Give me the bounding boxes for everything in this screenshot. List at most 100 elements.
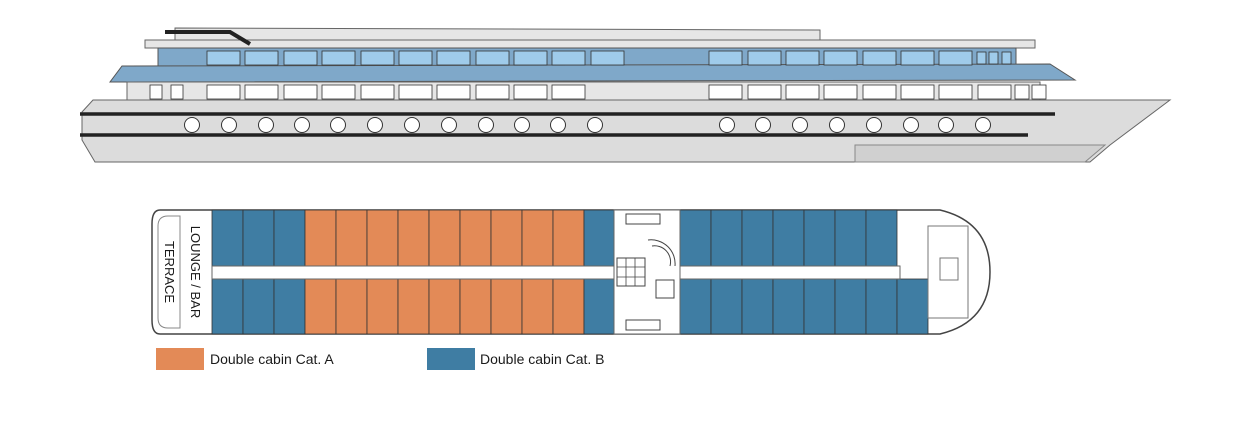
porthole bbox=[330, 117, 346, 133]
spiral-stair bbox=[647, 239, 676, 267]
window bbox=[551, 50, 586, 66]
cabin-cat-b-aft-bottom bbox=[273, 278, 306, 335]
window bbox=[436, 50, 471, 66]
porthole bbox=[367, 117, 383, 133]
porthole bbox=[755, 117, 771, 133]
cabin-cat-b-aft-bottom bbox=[211, 278, 244, 335]
sun-deck-roof bbox=[144, 39, 1036, 49]
stairwell bbox=[613, 209, 681, 335]
legend-label-cat-b: Double cabin Cat. B bbox=[480, 351, 605, 367]
porthole bbox=[829, 117, 845, 133]
cabin-cat-b-fore-bottom bbox=[896, 278, 929, 335]
porthole bbox=[294, 117, 310, 133]
cabin-cat-a-aft-bottom bbox=[304, 278, 337, 335]
stairs-bottom bbox=[625, 319, 661, 331]
window bbox=[551, 84, 586, 100]
cabin-cat-a-aft-top bbox=[490, 209, 523, 267]
window bbox=[708, 50, 743, 66]
cabin-cat-b-fore-bottom bbox=[741, 278, 774, 335]
window bbox=[862, 50, 897, 66]
legend-swatch-cat-b bbox=[427, 348, 475, 370]
portholes bbox=[184, 117, 991, 133]
cabin-cat-b-fore-top bbox=[772, 209, 805, 267]
bow-area bbox=[927, 225, 969, 319]
cabin-cat-a-aft-bottom bbox=[552, 278, 585, 335]
window bbox=[977, 84, 1012, 100]
cabin-cat-b-aft-top bbox=[242, 209, 275, 267]
window bbox=[206, 50, 241, 66]
corridor bbox=[211, 265, 901, 280]
cabin-cat-a-aft-bottom bbox=[490, 278, 523, 335]
bow-console bbox=[939, 257, 959, 281]
window bbox=[938, 84, 973, 100]
window bbox=[513, 50, 548, 66]
porthole bbox=[792, 117, 808, 133]
cabin-cat-b-fore-top bbox=[679, 209, 712, 267]
cabin-cat-a-aft-bottom bbox=[521, 278, 554, 335]
window bbox=[747, 84, 782, 100]
cabin-cat-a-aft-top bbox=[521, 209, 554, 267]
window bbox=[785, 50, 820, 66]
sun-deck bbox=[174, 27, 821, 41]
window bbox=[900, 50, 935, 66]
window bbox=[988, 51, 999, 65]
legend-label-cat-a: Double cabin Cat. A bbox=[210, 351, 334, 367]
porthole bbox=[441, 117, 457, 133]
lift-box bbox=[655, 279, 675, 299]
middle-windows bbox=[149, 84, 1047, 100]
cabin-cat-a-aft-top bbox=[397, 209, 430, 267]
window bbox=[1031, 84, 1047, 100]
porthole bbox=[587, 117, 603, 133]
stairwell-area bbox=[613, 209, 681, 335]
window bbox=[823, 84, 858, 100]
cabin-cat-b-fore-bottom bbox=[834, 278, 867, 335]
porthole bbox=[258, 117, 274, 133]
cabin-cat-b-aft-top bbox=[211, 209, 244, 267]
window bbox=[823, 50, 858, 66]
spiral-stair-inner bbox=[651, 245, 672, 267]
porthole bbox=[404, 117, 420, 133]
hull-lower bbox=[854, 144, 1107, 163]
cabin-cat-a-aft-bottom bbox=[459, 278, 492, 335]
window bbox=[590, 50, 625, 66]
window bbox=[398, 50, 433, 66]
window bbox=[283, 84, 318, 100]
porthole bbox=[221, 117, 237, 133]
cabin-cat-b-fore-top bbox=[865, 209, 898, 267]
upper-windows bbox=[206, 50, 1012, 66]
window bbox=[475, 84, 510, 100]
cabin-cat-b-fore-top bbox=[741, 209, 774, 267]
window bbox=[747, 50, 782, 66]
porthole bbox=[866, 117, 882, 133]
window bbox=[1014, 84, 1030, 100]
bow-room bbox=[927, 225, 969, 319]
ship-side-profile bbox=[80, 27, 1172, 163]
window bbox=[244, 84, 279, 100]
cabin-cat-b-aft-bottom bbox=[583, 278, 616, 335]
window bbox=[149, 84, 163, 100]
lounge-bar-label: LOUNGE / BAR bbox=[188, 226, 203, 318]
window bbox=[938, 50, 973, 66]
cabin-cat-b-aft-bottom bbox=[242, 278, 275, 335]
cabin-cat-a-aft-bottom bbox=[397, 278, 430, 335]
cabin-cat-b-aft-top bbox=[583, 209, 616, 267]
window bbox=[398, 84, 433, 100]
cabin-cat-a-aft-top bbox=[459, 209, 492, 267]
cabin-cat-b-fore-top bbox=[834, 209, 867, 267]
window bbox=[283, 50, 318, 66]
cabin-cat-b-fore-top bbox=[803, 209, 836, 267]
terrace-label: TERRACE bbox=[162, 241, 177, 303]
cabin-cat-b-fore-bottom bbox=[865, 278, 898, 335]
window bbox=[170, 84, 184, 100]
porthole bbox=[184, 117, 200, 133]
porthole bbox=[719, 117, 735, 133]
window bbox=[321, 50, 356, 66]
cabin-cat-a-aft-top bbox=[428, 209, 461, 267]
legend-swatch-cat-a bbox=[156, 348, 204, 370]
cabin-cat-a-aft-top bbox=[552, 209, 585, 267]
window bbox=[708, 84, 743, 100]
window bbox=[475, 50, 510, 66]
stern-inner bbox=[157, 215, 181, 329]
window bbox=[206, 84, 241, 100]
cabin-cat-a-aft-top bbox=[366, 209, 399, 267]
